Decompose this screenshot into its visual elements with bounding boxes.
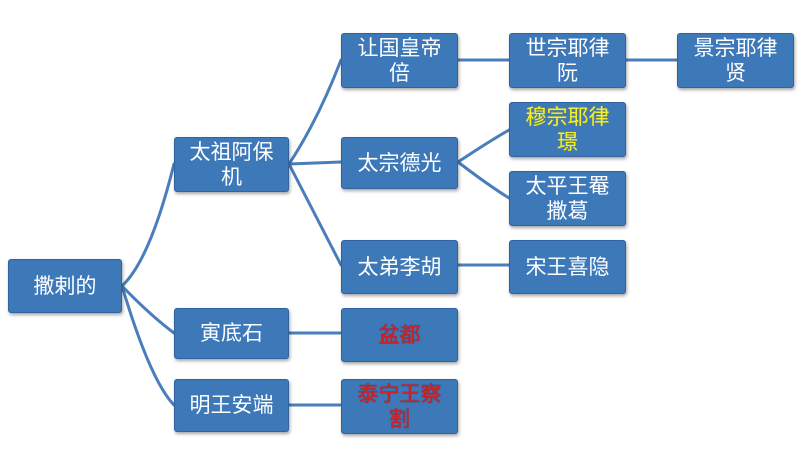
edge-n1-n12 (287, 160, 343, 166)
node-label: 宋王喜隐 (525, 254, 610, 279)
node-taizong: 太宗德光 (341, 137, 458, 189)
edge-n12-n122 (456, 160, 511, 200)
node-songwang: 宋王喜隐 (509, 240, 626, 294)
edge-n1-n13 (287, 162, 343, 267)
node-label: 撒剌的 (33, 273, 97, 298)
node-label: 太平王罨撒葛 (525, 173, 610, 223)
node-chage: 泰宁王察割 (341, 379, 458, 434)
edge-n12-n121 (456, 128, 511, 164)
edge-root-n2 (120, 284, 176, 335)
node-shizong: 世宗耶律阮 (509, 33, 626, 88)
node-label: 景宗耶律贤 (693, 35, 778, 85)
node-label: 太宗德光 (357, 150, 442, 175)
node-label: 让国皇帝倍 (357, 35, 442, 85)
node-label: 寅底石 (200, 321, 263, 345)
node-label: 穆宗耶律璟 (525, 104, 610, 154)
edge-root-n1 (120, 162, 176, 288)
node-taizu: 太祖阿保机 (174, 137, 289, 192)
node-label: 世宗耶律阮 (525, 35, 610, 85)
node-muzong: 穆宗耶律璟 (509, 102, 626, 157)
node-taiping: 太平王罨撒葛 (509, 171, 626, 226)
node-label: 太弟李胡 (357, 254, 442, 279)
node-rangguo: 让国皇帝倍 (341, 33, 458, 88)
node-yindishi: 寅底石 (174, 308, 289, 359)
node-root: 撒剌的 (8, 259, 122, 313)
edge-root-n3 (120, 284, 176, 407)
node-pendu: 盆都 (341, 308, 458, 362)
node-label: 太祖阿保机 (189, 139, 274, 189)
node-jingzong: 景宗耶律贤 (677, 33, 794, 88)
node-label: 盆都 (378, 322, 421, 347)
node-label: 泰宁王察割 (357, 381, 442, 431)
node-label: 明王安端 (189, 393, 274, 417)
edge-n1-n11 (287, 58, 343, 166)
node-taidi: 太弟李胡 (341, 240, 458, 294)
node-mingwang: 明王安端 (174, 379, 289, 432)
